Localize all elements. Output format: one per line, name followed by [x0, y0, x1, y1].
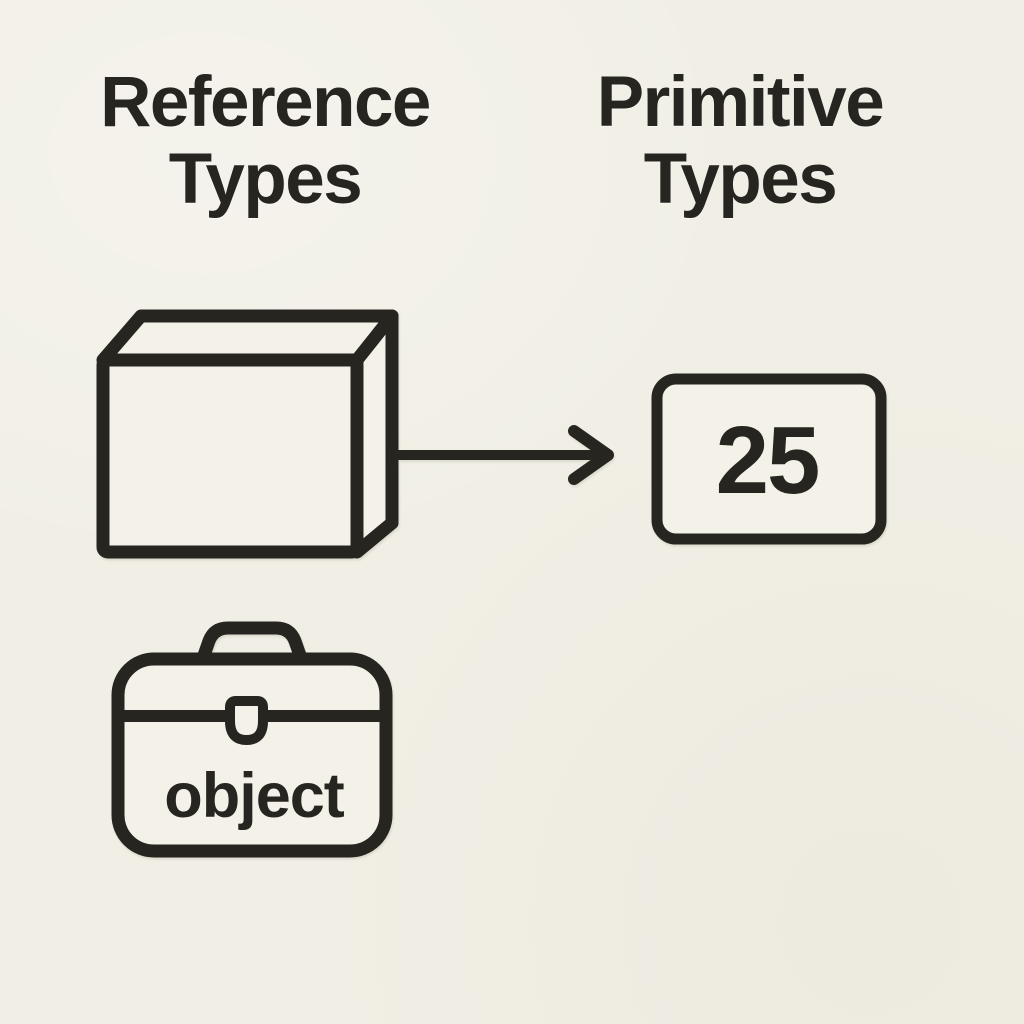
briefcase-handle: [195, 621, 309, 664]
arrow-head: [568, 425, 614, 485]
value-box: 25: [651, 373, 887, 545]
arrow-right-icon: [391, 425, 614, 485]
value-box-outline: [651, 373, 887, 545]
briefcase-icon: object: [111, 621, 393, 858]
cube-3d-icon: [96, 309, 399, 559]
cube-front-face: [96, 353, 364, 559]
primitive-types-title: Primitive Types: [596, 63, 885, 219]
value-text: 25: [716, 407, 819, 514]
object-label: object: [164, 761, 345, 831]
briefcase-body: [111, 652, 393, 858]
reference-types-title: Reference Types: [100, 63, 431, 219]
briefcase-clasp: [225, 696, 268, 745]
cube-top-face: [96, 309, 399, 367]
